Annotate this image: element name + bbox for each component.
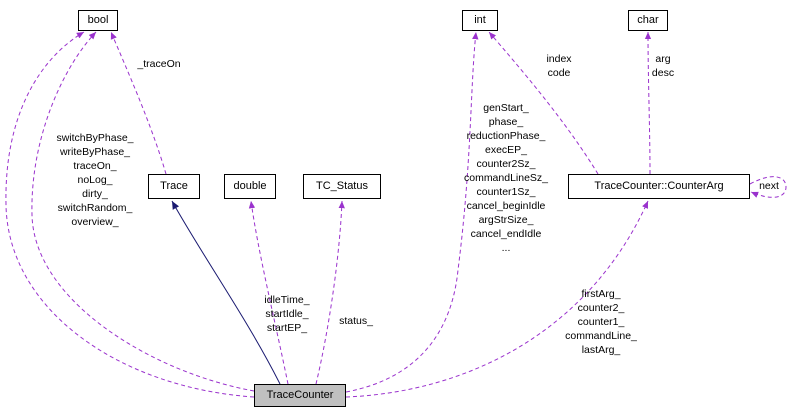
edge-tracecounter-int: [345, 31, 479, 393]
edge-tracecounter-tcstatus: [315, 200, 345, 385]
node-counterarg[interactable]: TraceCounter::CounterArg: [568, 174, 750, 199]
edge-label-int-members: genStart_ phase_ reductionPhase_ execEP_…: [463, 102, 549, 254]
node-double[interactable]: double: [224, 174, 276, 199]
node-trace[interactable]: Trace: [148, 174, 200, 199]
edge-tracecounter-bool-outer: [5, 31, 255, 398]
edge-counterarg-int: [488, 31, 599, 175]
edge-label-traceon: _traceOn: [137, 58, 181, 70]
edge-label-index-code: index code: [546, 53, 572, 79]
node-char[interactable]: char: [628, 10, 668, 31]
edge-label-status: status_: [339, 315, 373, 327]
edge-label-counterarg-members: firstArg_ counter2_ counter1_ commandLin…: [565, 288, 637, 356]
edge-inheritance-tracecounter-trace: [171, 200, 281, 385]
node-tracecounter: TraceCounter: [254, 384, 346, 407]
node-int[interactable]: int: [462, 10, 498, 31]
edge-label-arg-desc: arg desc: [651, 53, 675, 79]
node-tc-status[interactable]: TC_Status: [303, 174, 381, 199]
edge-tracecounter-counterarg: [345, 200, 649, 398]
edge-counterarg-self-next: [749, 176, 787, 198]
edge-label-next: next: [759, 180, 779, 192]
edge-label-double-members: idleTime_ startIdle_ startEP_: [264, 294, 310, 334]
node-bool[interactable]: bool: [78, 10, 118, 31]
edge-label-bool-members: switchByPhase_ writeByPhase_ traceOn_ no…: [56, 132, 134, 228]
edge-trace-bool: [110, 31, 167, 175]
edge-tracecounter-double: [248, 200, 289, 385]
edge-counterarg-char: [644, 31, 652, 175]
edge-tracecounter-bool-inner: [31, 31, 255, 392]
